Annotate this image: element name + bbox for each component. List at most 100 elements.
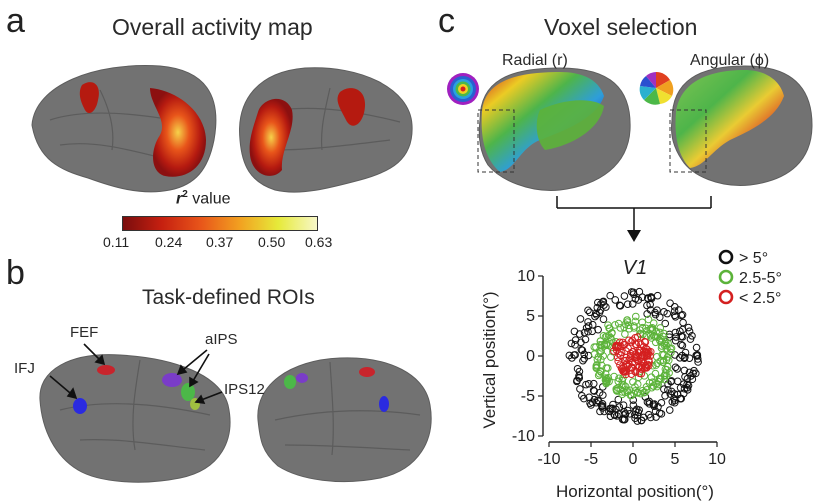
scatter-point	[685, 368, 694, 377]
x-tick-label: 5	[671, 451, 680, 468]
scatter-point	[670, 307, 679, 315]
scatter-point	[693, 355, 702, 363]
y-tick-label: 10	[517, 268, 535, 285]
scatter-point	[596, 367, 605, 376]
scatter-point	[637, 416, 646, 425]
radial-label: Radial (r)	[502, 52, 568, 69]
scatter-point	[591, 312, 599, 321]
colorbar-label-text: value	[187, 190, 231, 208]
scatter-point	[663, 366, 671, 374]
scatter-point	[647, 293, 655, 302]
scatter-point	[590, 387, 599, 395]
legend-marker	[718, 289, 734, 305]
scatter-point	[656, 357, 665, 365]
scatter-point	[686, 335, 695, 343]
scatter-point	[631, 334, 639, 342]
scatter-point	[678, 341, 687, 350]
scatter-point	[644, 294, 652, 302]
scatter-point	[606, 412, 615, 420]
y-tick-label: -5	[521, 388, 535, 405]
scatter-point	[621, 320, 630, 328]
scatter-point	[577, 338, 585, 347]
scatter-point	[576, 385, 584, 393]
scatter-point	[644, 315, 653, 324]
colorbar-sup: 2	[182, 189, 188, 200]
scatter-point	[628, 348, 637, 356]
scatter-point	[689, 369, 697, 378]
scatter-point	[653, 306, 661, 314]
scatter-point	[588, 320, 597, 329]
scatter-point	[602, 364, 611, 372]
scatter-point	[680, 366, 689, 375]
roi-label-aips: aIPS	[205, 331, 238, 348]
scatter-point	[614, 395, 623, 404]
scatter-point	[662, 372, 671, 380]
scatter-point	[640, 364, 649, 372]
scatter-point	[655, 375, 664, 383]
colorbar-tick-3: 0.37	[206, 234, 234, 250]
scatter-point	[599, 391, 607, 399]
scatter-point	[648, 323, 657, 332]
scatter-point	[670, 396, 679, 405]
scatter-point	[667, 344, 676, 353]
scatter-point	[571, 351, 579, 359]
scatter-point	[664, 339, 672, 348]
scatter-point	[612, 386, 621, 395]
scatter-point	[585, 393, 593, 402]
scatter-point	[674, 306, 683, 314]
scatter-point	[616, 324, 625, 332]
scatter-point	[666, 299, 674, 307]
y-tick-label: 5	[526, 308, 535, 325]
legend-label: < 2.5°	[739, 290, 781, 307]
brain-angular-map	[669, 65, 813, 186]
brain-left-rois	[39, 354, 231, 483]
scatter-point	[655, 409, 664, 417]
roi-label-fef: FEF	[70, 324, 99, 341]
scatter-point	[651, 308, 659, 317]
scatter-point	[627, 288, 636, 296]
scatter-point	[575, 367, 584, 376]
scatter-point	[599, 315, 608, 324]
scatter-point	[672, 333, 680, 341]
scatter-point	[599, 298, 607, 307]
scatter-point	[651, 332, 660, 341]
scatter-point	[611, 411, 619, 419]
scatter-point	[670, 398, 679, 407]
chart-title: V1	[623, 257, 647, 279]
scatter-point	[613, 353, 622, 362]
scatter-point	[656, 324, 665, 332]
x-tick-label: -5	[584, 451, 598, 468]
scatter-point	[597, 300, 605, 308]
scatter-point	[645, 410, 653, 419]
scatter-point	[603, 332, 611, 340]
scatter-point	[629, 378, 637, 386]
y-tick-label: -10	[512, 428, 535, 445]
scatter-point	[647, 383, 656, 392]
scatter-point	[643, 386, 651, 394]
scatter-point	[642, 363, 650, 371]
scatter-point	[611, 296, 620, 304]
roi-label-ifj: IFJ	[14, 360, 35, 377]
scatter-point	[635, 406, 643, 414]
scatter-point	[616, 342, 625, 351]
panel-letter-c: c	[438, 2, 455, 40]
panel-c-title: Voxel selection	[544, 14, 698, 40]
scatter-point	[657, 398, 666, 407]
angular-label: Angular (ϕ)	[690, 52, 770, 69]
scatter-point	[612, 346, 621, 355]
scatter-point	[652, 361, 660, 369]
y-axis-label: Vertical position(°)	[480, 291, 499, 428]
scatter-point	[656, 337, 664, 345]
brain-right-rois	[257, 357, 432, 483]
scatter-point	[594, 397, 603, 406]
radial-legend-icon	[447, 73, 479, 105]
scatter-point	[580, 394, 588, 403]
scatter-point	[643, 352, 652, 360]
legend-marker	[718, 249, 734, 265]
panel-letter-a: a	[6, 2, 25, 40]
scatter-point	[615, 374, 623, 383]
scatter-point	[603, 377, 611, 386]
scatter-point	[617, 348, 626, 357]
